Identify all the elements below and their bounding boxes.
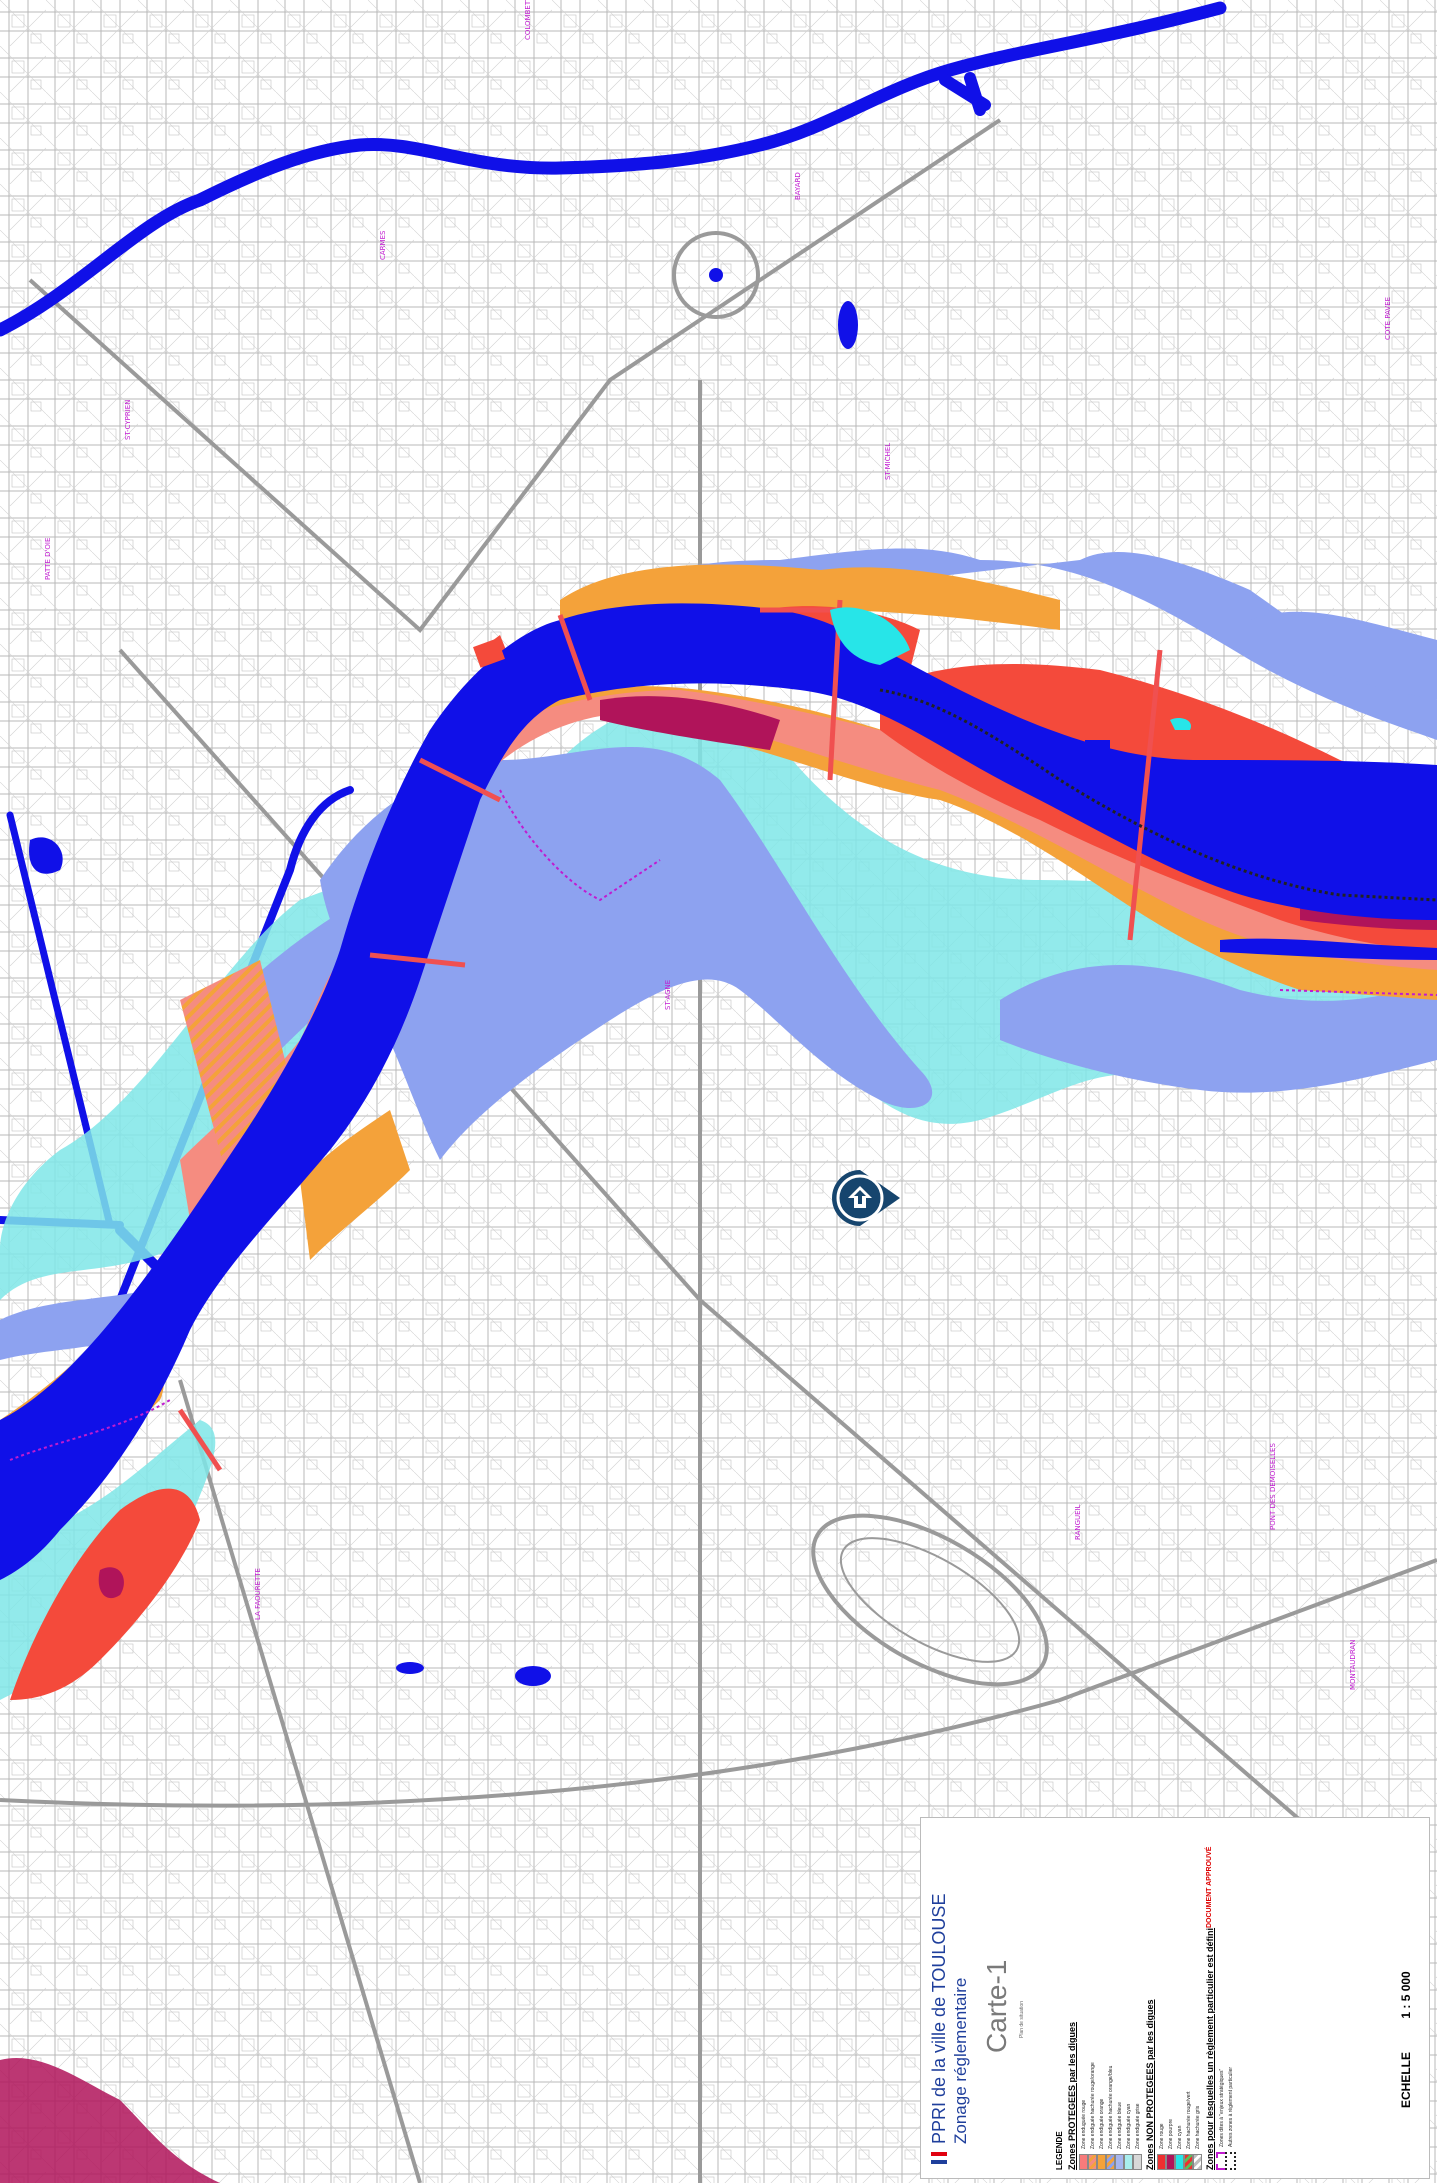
legend-item: Zone hachurée rouge/vert	[1184, 1824, 1193, 2170]
scale-label: ECHELLE	[1399, 2051, 1413, 2108]
garonne-river	[0, 599, 1437, 1580]
street-label: PATTE D'OIE	[44, 538, 52, 580]
street-label: ST-AGNE	[664, 980, 672, 1010]
river-island	[830, 607, 1191, 730]
legend-swatch	[1115, 2154, 1124, 2170]
legend-swatch	[1106, 2154, 1115, 2170]
legend-item: Zone cyan	[1175, 1824, 1184, 2170]
scale-value: 1 : 5 000	[1399, 1971, 1413, 2019]
map-legend: PPRI de la ville de TOULOUSE Zonage régl…	[920, 1817, 1430, 2179]
situation-note: Plan de situation	[1019, 2001, 1025, 2038]
dyke-lines	[9, 688, 1437, 1461]
legend-section-protected: Zones PROTEGEES par les digues	[1067, 2021, 1077, 2170]
special-zone-icon	[1225, 2152, 1236, 2170]
legend-item: Zone endiguée cyan	[1124, 1824, 1133, 2170]
legend-section-unprotected: Zones NON PROTEGEES par les digues	[1145, 1999, 1155, 2170]
legend-item: Zone pourpre	[1166, 1824, 1175, 2170]
legend-item: Zone enduguée rouge	[1079, 1824, 1088, 2170]
street-label: COLOMBETTE	[524, 0, 532, 40]
legend-item: Zones dites à "enjeux stratégiques"	[1216, 1824, 1227, 2170]
street-label: PONT DES DEMOISELLES	[1269, 1443, 1277, 1530]
street-label: LA FAOURETTE	[254, 1568, 262, 1620]
legend-heading: LEGENDE	[1055, 2131, 1064, 2170]
street-label: ST-CYPRIEN	[124, 400, 132, 440]
legend-item: Zone endiguée hachurée rouge/orange	[1088, 1824, 1097, 2170]
street-label: BAYARD	[794, 172, 802, 200]
legend-item: Zone endiguée orange	[1097, 1824, 1106, 2170]
street-label: COTE PAVEE	[1384, 297, 1392, 340]
legend-item: Autres zones à règlement particulier	[1225, 1824, 1236, 2170]
legend-swatch	[1079, 2154, 1088, 2170]
legend-swatch	[1124, 2154, 1133, 2170]
legend-item: Zone endiguée grise	[1133, 1824, 1142, 2170]
street-label: CARMES	[379, 230, 387, 260]
legend-swatch	[1193, 2154, 1202, 2170]
street-label: MONTAUDRAN	[1349, 1640, 1357, 1690]
street-labels: COLOMBETTE CARMES BAYARD ST-MICHEL ST-CY…	[44, 0, 1392, 1690]
approved-stamp: DOCUMENT APPROUVÉ	[1206, 1846, 1213, 1928]
scale-bar: ECHELLE 1 : 5 000	[1399, 1971, 1413, 2108]
legend-swatch	[1175, 2154, 1184, 2170]
legend-item: Zone endiguée bleue	[1115, 1824, 1124, 2170]
legend-swatch	[1157, 2154, 1166, 2170]
street-label: RANGUEIL	[1074, 1504, 1082, 1540]
legend-swatch	[1133, 2154, 1142, 2170]
legend-item: Zone endiguée hachurée orange/bleu	[1106, 1824, 1115, 2170]
map-name: Carte-1	[981, 1959, 1012, 2053]
legend-swatch	[1088, 2154, 1097, 2170]
legend-swatch	[1184, 2154, 1193, 2170]
legend-swatch	[1166, 2154, 1175, 2170]
republic-flag-icon	[931, 2152, 947, 2164]
legend-title: PPRI de la ville de TOULOUSE	[929, 1893, 949, 2144]
legend-swatch	[1097, 2154, 1106, 2170]
legend-item: Zone hachurée gris	[1193, 1824, 1202, 2170]
legend-item: Zone rouge	[1157, 1824, 1166, 2170]
legend-subtitle: Zonage réglementaire	[951, 1977, 970, 2144]
street-label: ST-MICHEL	[884, 443, 892, 480]
home-marker-icon[interactable]	[832, 1170, 900, 1226]
